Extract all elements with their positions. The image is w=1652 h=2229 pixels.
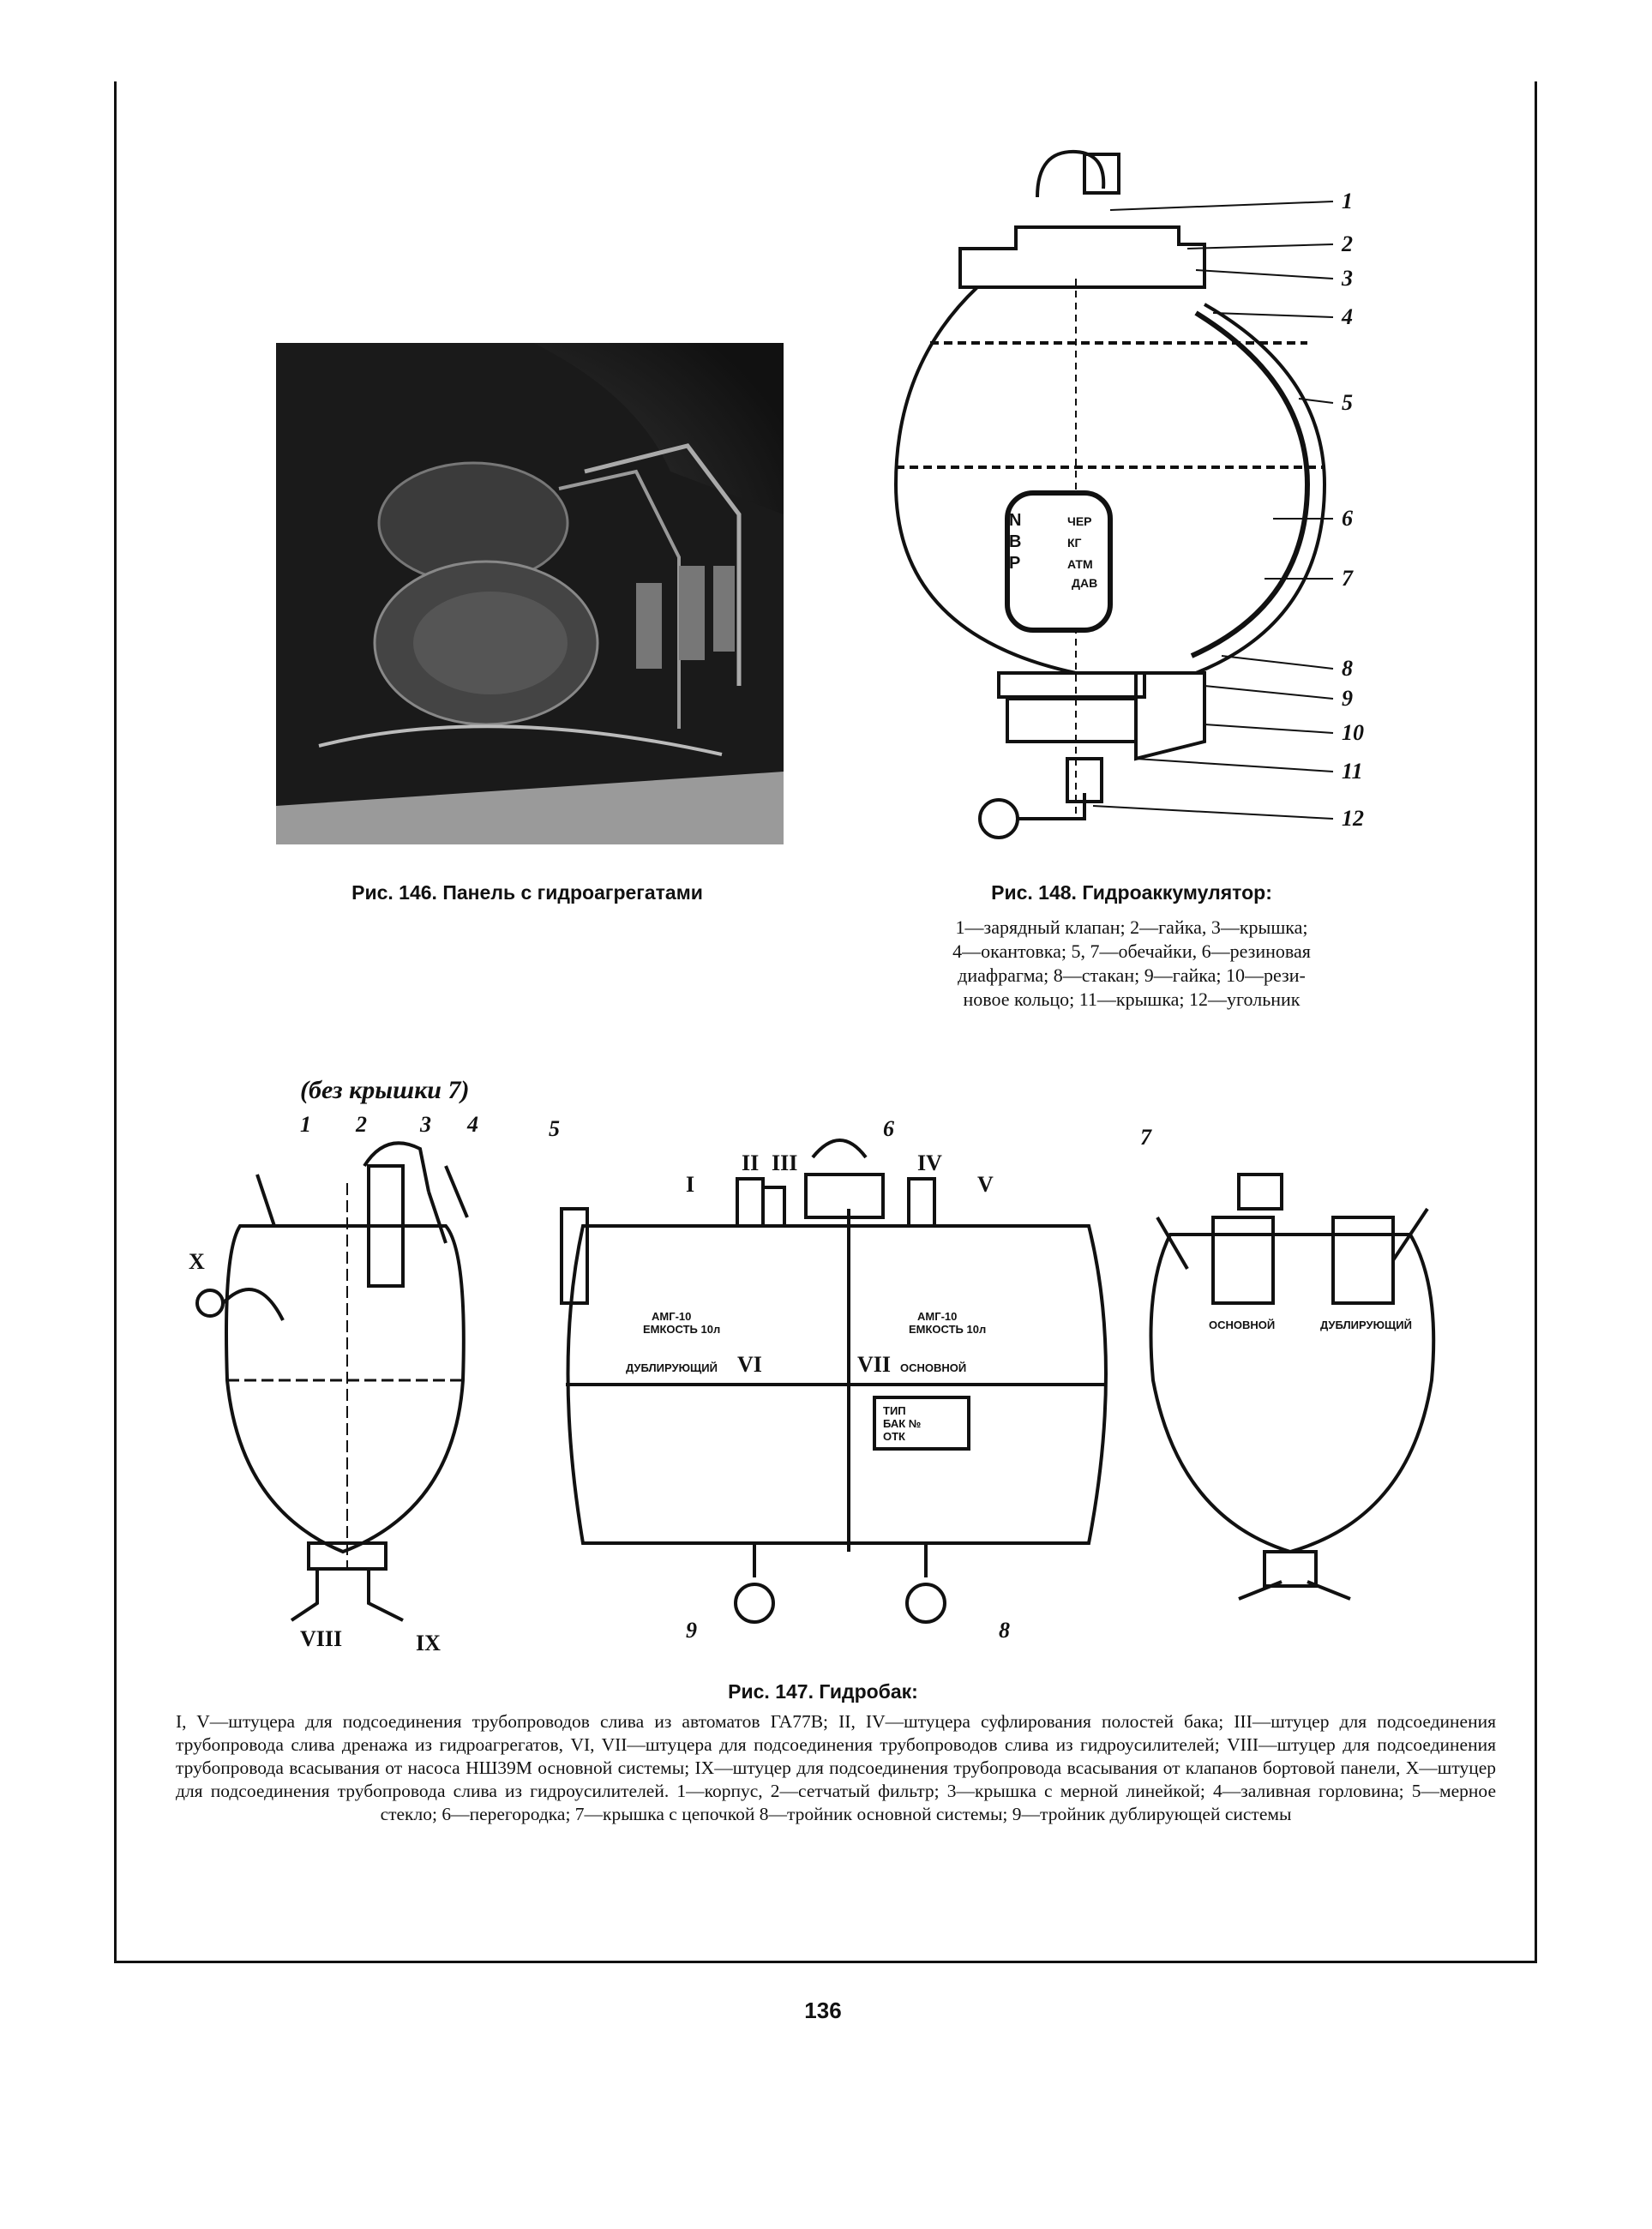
page-frame: [114, 81, 1537, 1963]
fig147-left-label-1: 1: [300, 1114, 311, 1137]
tank-text-amg-2: АМГ-10: [917, 1310, 957, 1323]
gauge-cher: ЧЕР: [1067, 514, 1092, 528]
fig148-label-4: 4: [1341, 304, 1353, 329]
tank-text-amg-1: АМГ-10: [652, 1310, 691, 1323]
fig148-label-7: 7: [1342, 566, 1354, 591]
gauge-dav: ДАВ: [1072, 576, 1097, 590]
figure-148-caption: Рис. 148. Гидроаккумулятор:: [991, 881, 1272, 904]
fig147-mid-label-6: 6: [883, 1116, 894, 1141]
fig148-label-3: 3: [1341, 266, 1353, 291]
figure-147-left-view: 1 2 3 4 X VIII IX: [189, 1114, 478, 1655]
fig148-label-11: 11: [1342, 759, 1363, 784]
figure-147-right-view: ОСНОВНОЙ ДУБЛИРУЮЩИЙ 7: [1140, 1125, 1436, 1601]
legend-line: диафрагма; 8—стакан; 9—гайка; 10—рези-: [958, 964, 1306, 986]
gauge-v: В: [1009, 532, 1021, 551]
figure-146-caption: Рис. 146. Панель с гидроагрегатами: [351, 881, 703, 904]
fig148-label-2: 2: [1341, 231, 1353, 256]
fig148-label-12: 12: [1342, 806, 1364, 831]
fig147-left-label-x: X: [189, 1249, 205, 1274]
tank-text-tip: ТИП: [883, 1404, 906, 1417]
fig147-mid-label-iii: III: [772, 1151, 797, 1175]
right-text-osn: ОСНОВНОЙ: [1209, 1319, 1275, 1331]
fig148-label-6: 6: [1342, 506, 1353, 531]
tank-text-dubl: ДУБЛИРУЮЩИЙ: [626, 1361, 718, 1374]
fig147-left-label-4: 4: [466, 1114, 478, 1137]
tank-text-otk: ОТК: [883, 1430, 905, 1443]
figure-148-legend: 1—зарядный клапан; 2—гайка, 3—крышка; 4—…: [892, 916, 1372, 1012]
fig147-left-label-2: 2: [355, 1114, 367, 1137]
fig147-mid-label-v: V: [977, 1172, 994, 1197]
legend-line: 1—зарядный клапан; 2—гайка, 3—крышка;: [955, 916, 1308, 938]
right-text-dubl: ДУБЛИРУЮЩИЙ: [1320, 1319, 1412, 1331]
fig147-mid-label-i: I: [686, 1172, 694, 1197]
fig147-left-label-3: 3: [419, 1114, 431, 1137]
fig147-mid-label-9: 9: [686, 1618, 697, 1643]
fig147-right-label-7: 7: [1140, 1125, 1152, 1150]
fig147-mid-label-8: 8: [999, 1618, 1010, 1643]
fig147-mid-label-ii: II: [742, 1151, 759, 1175]
figure-146-photo: [276, 343, 784, 844]
figure-147-description: I, V—штуцера для подсоединения трубопров…: [176, 1711, 1496, 1824]
figure-147-caption: Рис. 147. Гидробак:: [728, 1680, 918, 1703]
fig148-label-8: 8: [1342, 656, 1353, 681]
fig148-label-9: 9: [1342, 686, 1353, 711]
gauge-n: N: [1009, 511, 1021, 530]
tank-text-bak: БАК №: [883, 1417, 921, 1430]
tank-text-osn: ОСНОВНОЙ: [900, 1361, 966, 1374]
figure-148-drawing: N В Р ЧЕР КГ АТМ ДАВ 1 2 3 4 5 6 7 8 9 1…: [893, 149, 1364, 839]
fig147-left-label-viii: VIII: [300, 1626, 342, 1651]
fig147-mid-label-vii: VII: [857, 1352, 891, 1377]
legend-line: новое кольцо; 11—крышка; 12—угольник: [963, 988, 1301, 1010]
figure-147-middle-view: АМГ-10 ЕМКОСТЬ 10л АМГ-10 ЕМКОСТЬ 10л ДУ…: [549, 1116, 1108, 1643]
fig148-label-10: 10: [1342, 720, 1364, 745]
gauge-r: Р: [1009, 554, 1020, 573]
page-number: 136: [804, 1998, 842, 2023]
gauge-kg: КГ: [1067, 536, 1082, 550]
figure-146-photo-art: [276, 343, 784, 844]
fig148-label-1: 1: [1342, 189, 1353, 213]
fig147-mid-label-iv: IV: [917, 1151, 942, 1175]
gauge-atm: АТМ: [1067, 557, 1093, 571]
tank-text-cap-1: ЕМКОСТЬ 10л: [643, 1323, 720, 1336]
fig147-left-label-ix: IX: [416, 1631, 441, 1655]
fig147-mid-label-vi: VI: [737, 1352, 762, 1377]
fig148-label-5: 5: [1342, 390, 1353, 415]
fig147-mid-label-5: 5: [549, 1116, 560, 1141]
figure-147-note: (без крышки 7): [300, 1076, 470, 1104]
tank-text-cap-2: ЕМКОСТЬ 10л: [909, 1323, 986, 1336]
legend-line: 4—окантовка; 5, 7—обечайки, 6—резиновая: [952, 940, 1311, 962]
